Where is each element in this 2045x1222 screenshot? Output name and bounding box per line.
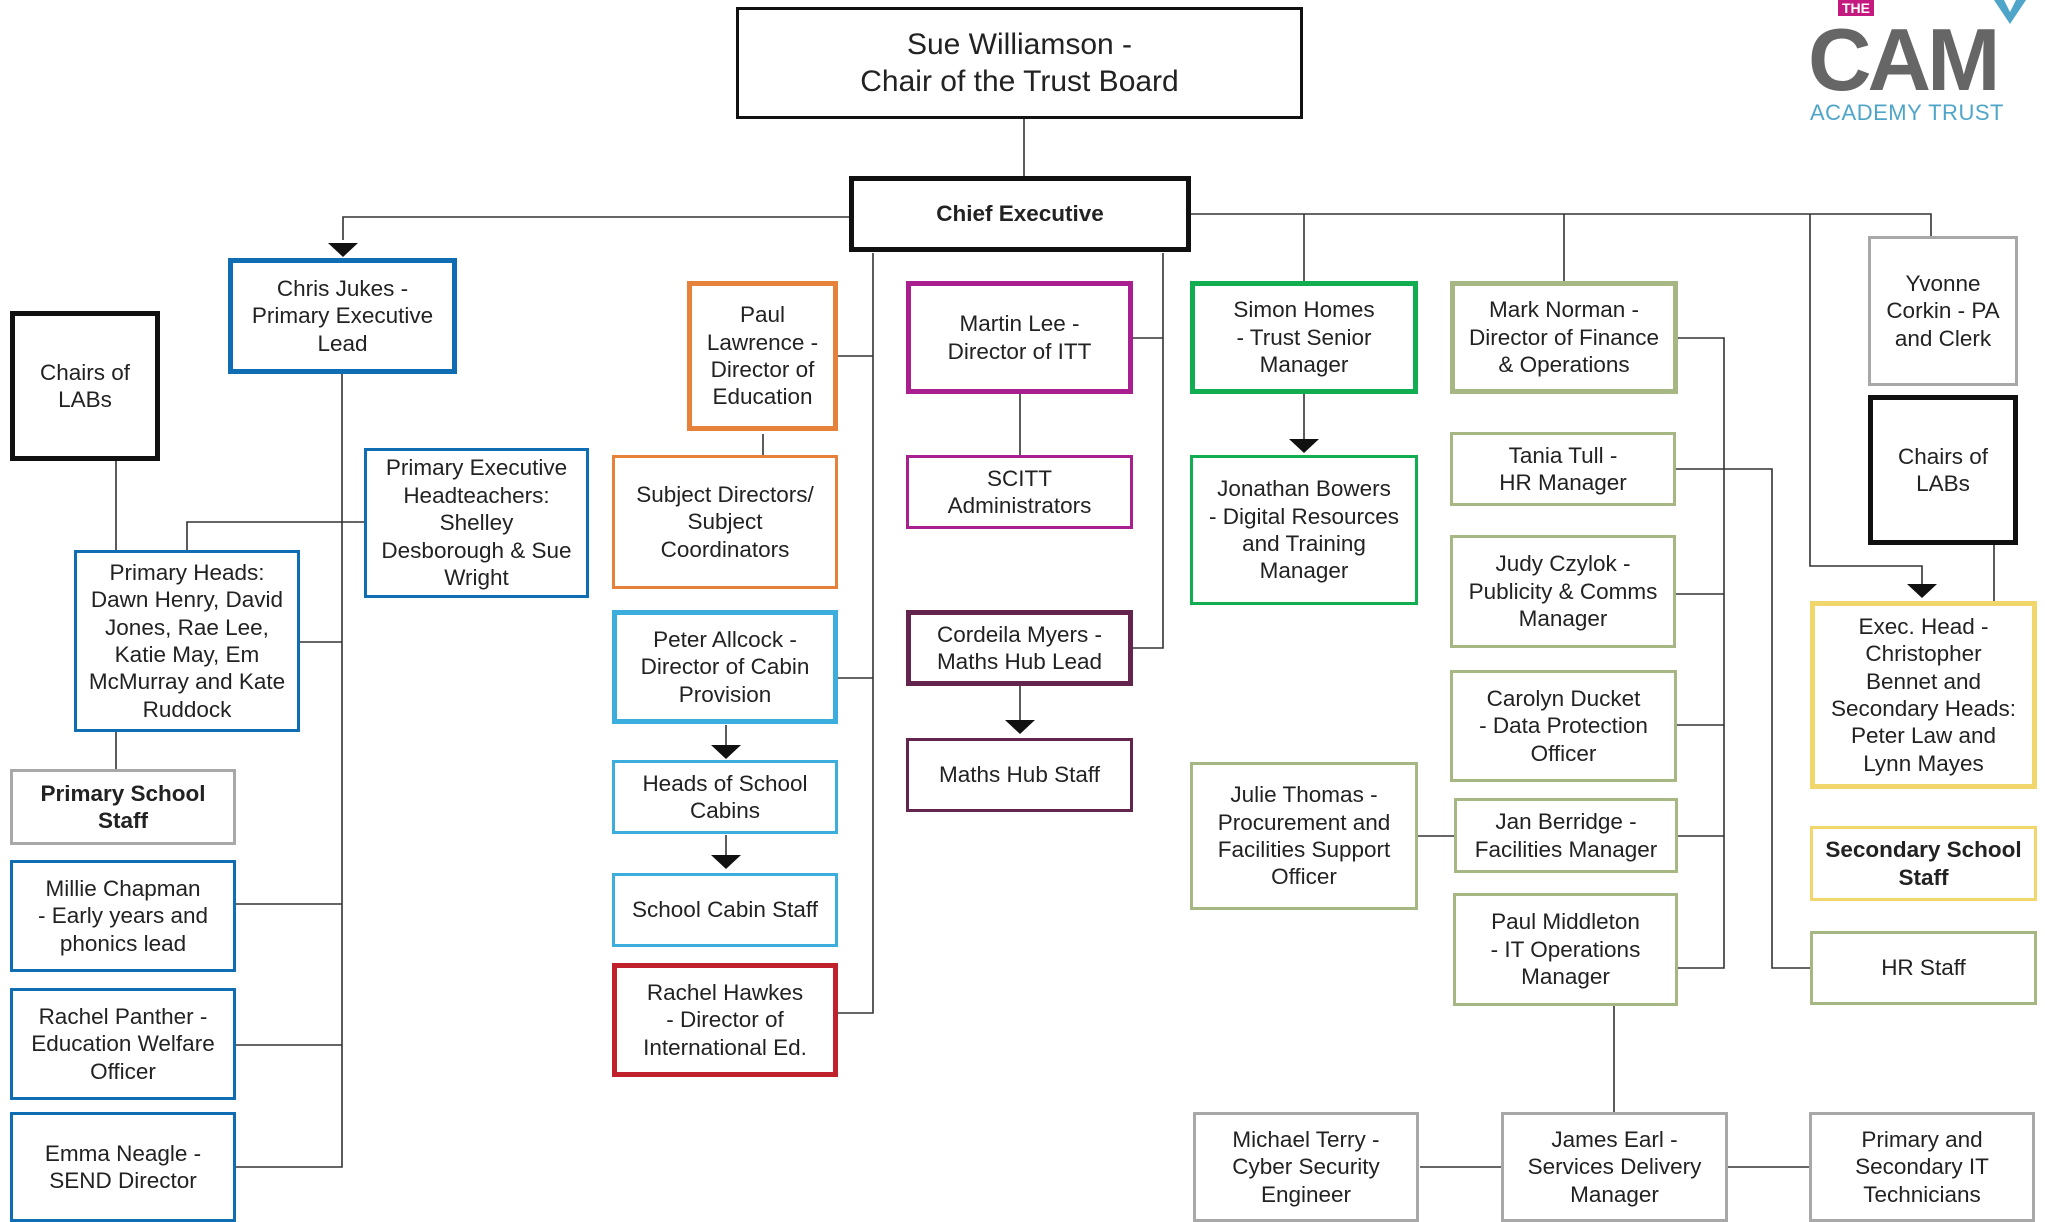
node-maths-hub-staff: Maths Hub Staff <box>906 738 1133 812</box>
node-carolyn-ducket: Carolyn Ducket - Data Protection Officer <box>1450 670 1677 782</box>
node-simon-homes: Simon Homes - Trust Senior Manager <box>1190 281 1418 394</box>
node-chief-executive: Chief Executive <box>849 176 1191 252</box>
node-tania-tull: Tania Tull - HR Manager <box>1450 432 1676 506</box>
node-exec-head: Exec. Head - Christopher Bennet and Seco… <box>1810 601 2037 789</box>
node-chris-jukes: Chris Jukes - Primary Executive Lead <box>228 258 457 374</box>
node-emma-neagle: Emma Neagle - SEND Director <box>10 1112 236 1222</box>
node-mark-norman: Mark Norman - Director of Finance & Oper… <box>1450 281 1678 394</box>
node-chairs-of-labs-left: Chairs of LABs <box>10 311 160 461</box>
node-subject-directors: Subject Directors/ Subject Coordinators <box>612 455 838 589</box>
node-james-earl: James Earl - Services Delivery Manager <box>1501 1112 1728 1222</box>
node-michael-terry: Michael Terry - Cyber Security Engineer <box>1193 1112 1419 1222</box>
node-millie-chapman: Millie Chapman - Early years and phonics… <box>10 860 236 972</box>
node-peter-allcock: Peter Allcock - Director of Cabin Provis… <box>612 610 838 724</box>
node-rachel-panther: Rachel Panther - Education Welfare Offic… <box>10 988 236 1100</box>
node-it-technicians: Primary and Secondary IT Technicians <box>1809 1112 2035 1222</box>
node-primary-executive-headteachers: Primary Executive Headteachers: Shelley … <box>364 448 589 598</box>
node-scitt-administrators: SCITT Administrators <box>906 455 1133 529</box>
node-cordeila-myers: Cordeila Myers - Maths Hub Lead <box>906 610 1133 686</box>
node-primary-heads: Primary Heads: Dawn Henry, David Jones, … <box>74 550 300 732</box>
node-yvonne-corkin: Yvonne Corkin - PA and Clerk <box>1868 236 2018 386</box>
node-paul-middleton: Paul Middleton - IT Operations Manager <box>1453 893 1678 1006</box>
node-primary-school-staff: Primary School Staff <box>10 769 236 845</box>
logo-chevron-icon <box>1994 0 2026 24</box>
node-secondary-school-staff: Secondary School Staff <box>1810 826 2037 901</box>
node-chair-of-trust-board: Sue Williamson - Chair of the Trust Boar… <box>736 7 1303 119</box>
node-school-cabin-staff: School Cabin Staff <box>612 873 838 947</box>
node-judy-czylok: Judy Czylok - Publicity & Comms Manager <box>1450 535 1676 648</box>
logo-sub-text: ACADEMY TRUST <box>1810 100 2004 125</box>
node-jan-berridge: Jan Berridge - Facilities Manager <box>1454 798 1678 873</box>
node-hr-staff: HR Staff <box>1810 931 2037 1005</box>
node-jonathan-bowers: Jonathan Bowers - Digital Resources and … <box>1190 455 1418 605</box>
node-heads-of-school-cabins: Heads of School Cabins <box>612 760 838 834</box>
logo-small-text: THE <box>1838 0 1874 16</box>
node-chairs-of-labs-right: Chairs of LABs <box>1868 395 2018 545</box>
node-rachel-hawkes: Rachel Hawkes - Director of Internationa… <box>612 963 838 1077</box>
node-julie-thomas: Julie Thomas - Procurement and Facilitie… <box>1190 762 1418 910</box>
cam-academy-trust-logo: THE CAM ACADEMY TRUST <box>1800 0 2040 130</box>
node-martin-lee: Martin Lee - Director of ITT <box>906 281 1133 394</box>
node-paul-lawrence: Paul Lawrence - Director of Education <box>687 281 838 431</box>
logo-main-text: CAM <box>1808 10 2000 109</box>
